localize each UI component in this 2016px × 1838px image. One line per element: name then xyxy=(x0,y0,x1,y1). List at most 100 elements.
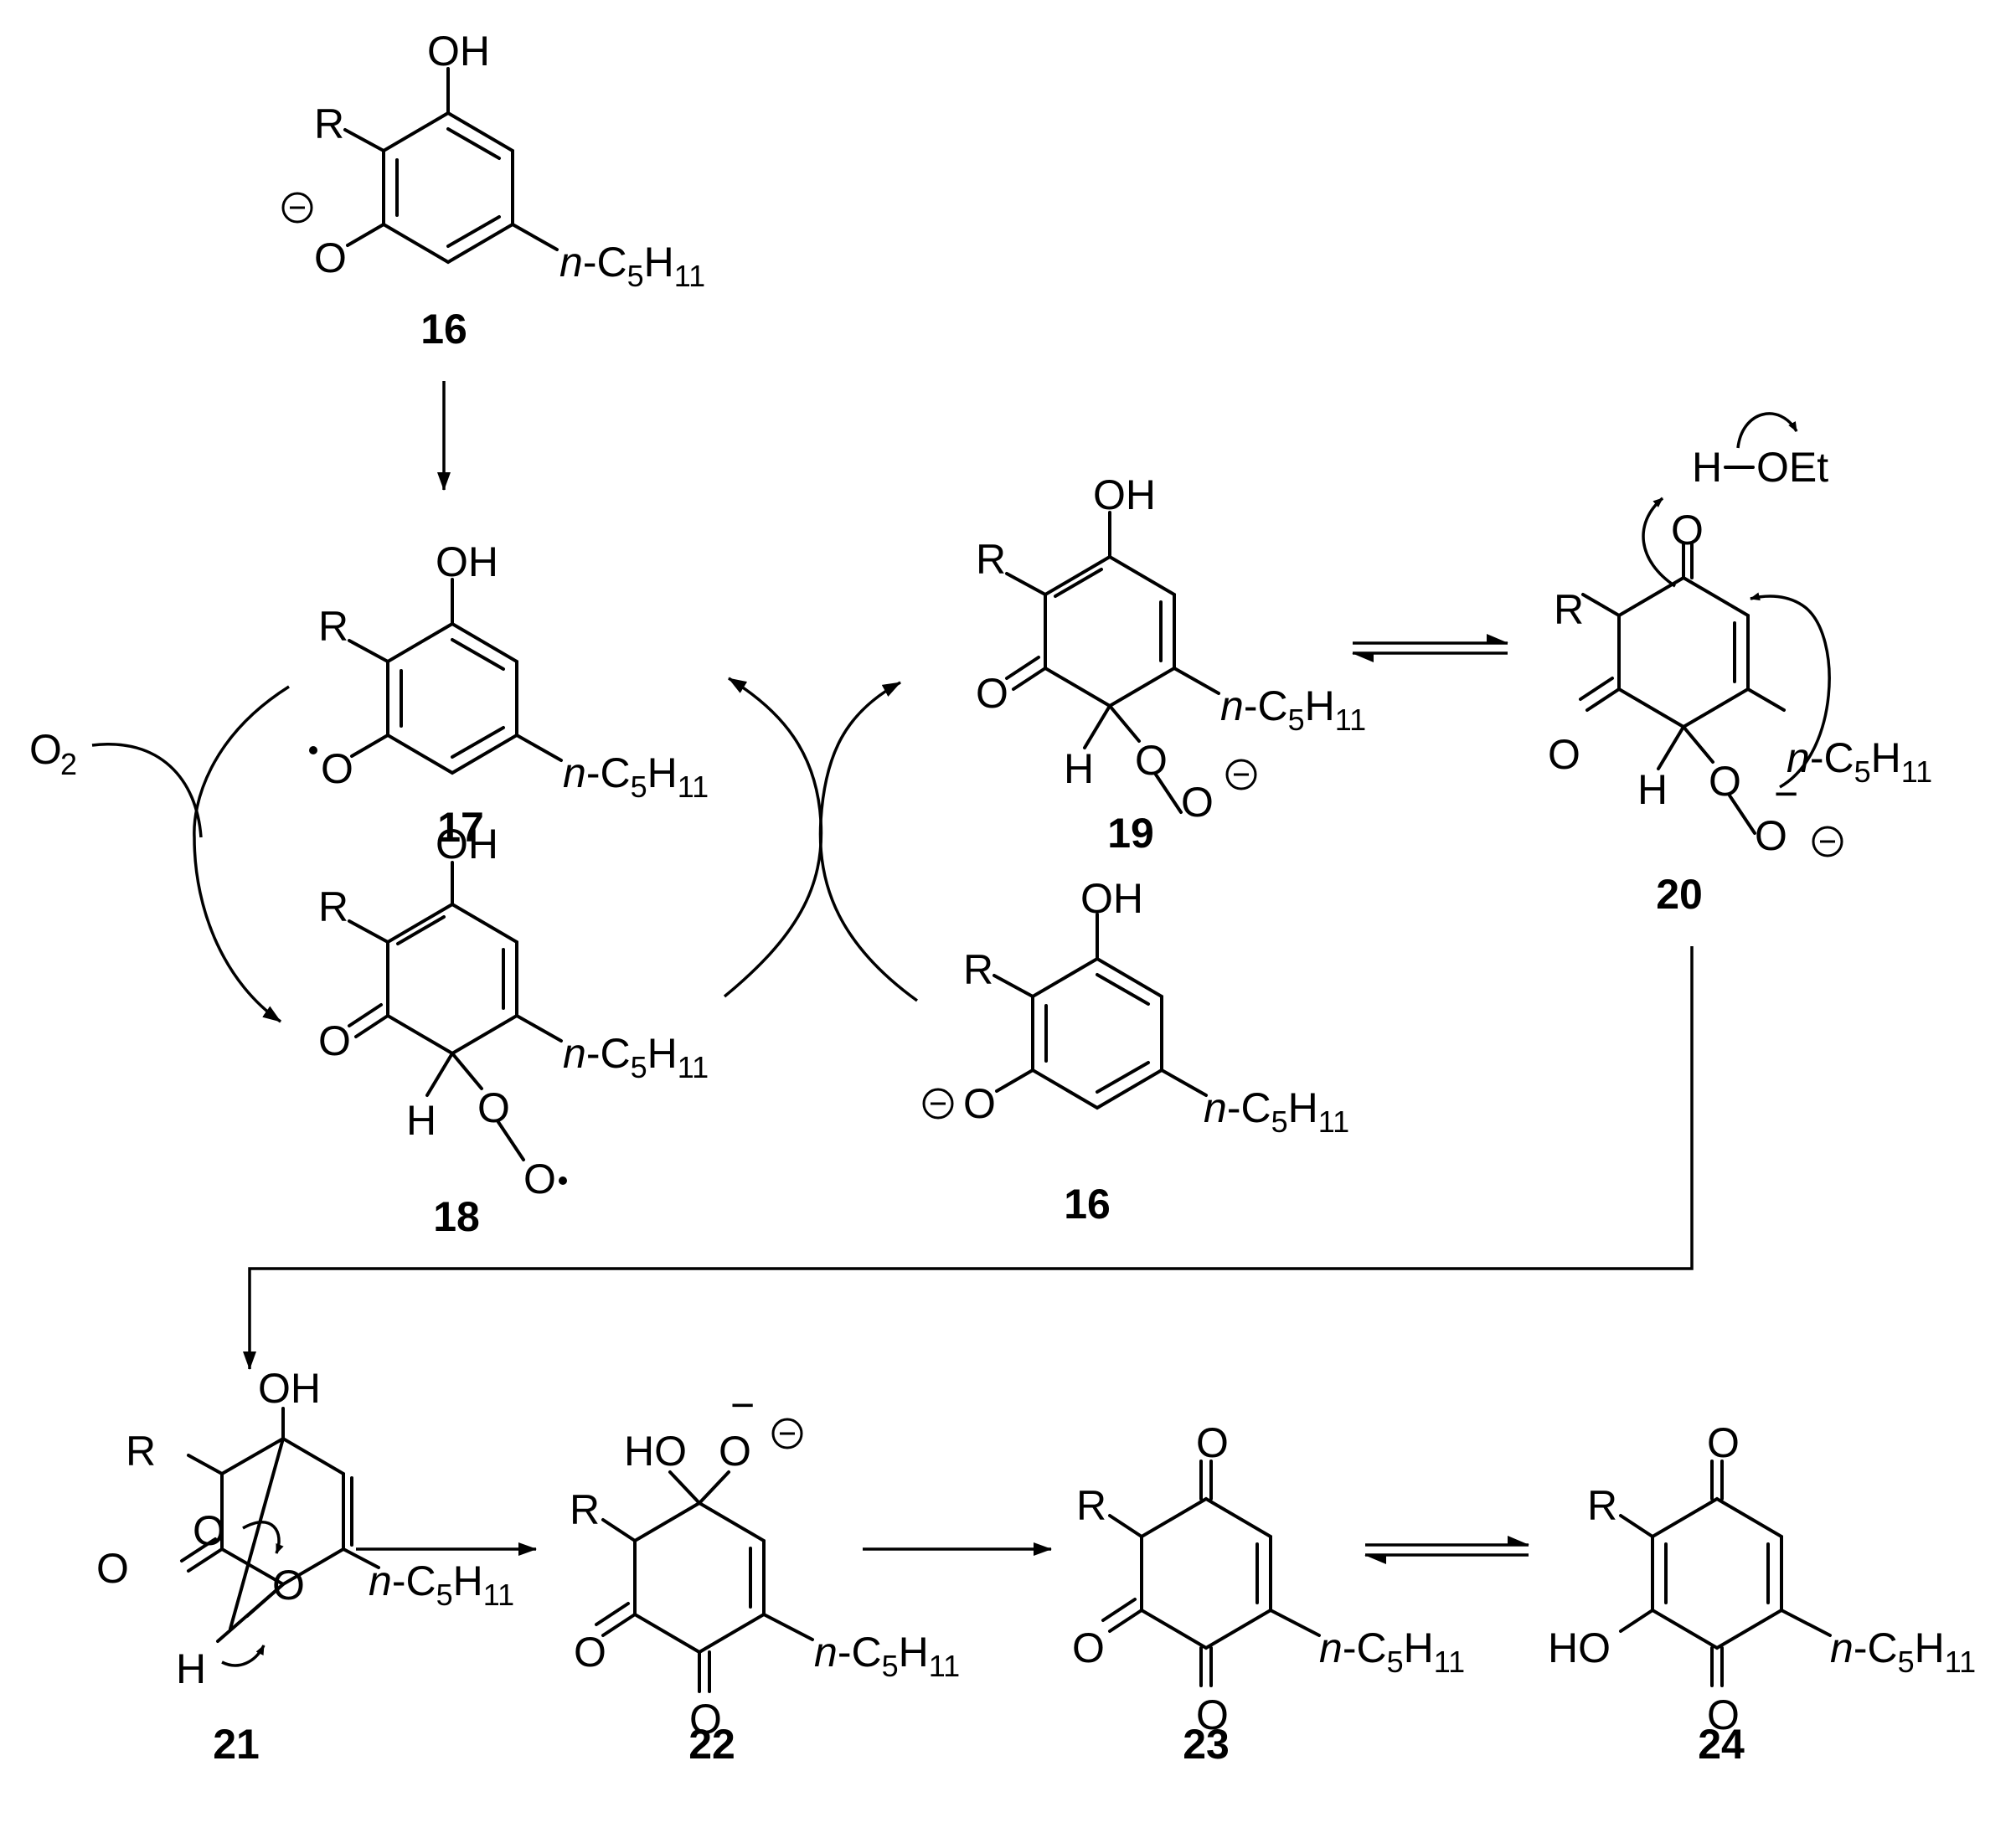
compound-number-21: 21 xyxy=(213,1721,260,1768)
o2-subscript: 2 xyxy=(60,747,77,781)
r-group-label: R xyxy=(963,946,993,993)
r-group-label: R xyxy=(314,100,344,147)
arrow-20-to-21 xyxy=(243,946,1694,1370)
peroxy-oxygen-label: O xyxy=(1709,758,1741,805)
compound-number-17: 17 xyxy=(437,804,484,851)
compound-number-18: 18 xyxy=(433,1193,480,1240)
compound-number-16-right: 16 xyxy=(1064,1181,1111,1228)
hydrogen-label: H xyxy=(1064,745,1094,792)
equilibrium-arrow-19-20 xyxy=(1352,634,1508,662)
hydrogen-label: H xyxy=(1637,766,1668,813)
compound-18: OH R O H O O n-C5H11 18 xyxy=(318,821,709,1240)
negative-charge-icon xyxy=(771,1418,803,1449)
r-group-label: R xyxy=(318,883,348,930)
cycle-arrow-18-to-17 xyxy=(723,677,823,998)
peroxy-oxygen-label: O xyxy=(523,1156,556,1202)
pentyl-chain-label: n-C5H11 xyxy=(814,1629,960,1683)
cycle-arrow-17-to-18 xyxy=(193,685,290,1023)
proton-transfer-arrow xyxy=(1736,412,1798,449)
negative-charge-icon xyxy=(1812,826,1843,857)
peroxide-attack-arrow xyxy=(1750,592,1831,789)
r-group-label: R xyxy=(570,1486,600,1533)
ethanol-oet-label: OEt xyxy=(1756,444,1828,491)
carbonyl-oxygen-label: O xyxy=(96,1545,129,1592)
r-group-label: R xyxy=(126,1428,156,1475)
compound-16-right: OH R O n-C5H11 16 xyxy=(922,875,1349,1228)
pentyl-chain-label: n-C5H11 xyxy=(563,749,709,804)
hydrogen-label: H xyxy=(406,1097,436,1144)
pentyl-chain-label: n-C5H11 xyxy=(1787,734,1932,789)
compound-number-20: 20 xyxy=(1656,871,1703,918)
carbonyl-oxygen-label: O xyxy=(976,670,1008,717)
o2-addition-arrow xyxy=(91,743,203,838)
negative-charge-icon xyxy=(1225,759,1257,790)
o-o-cleavage-arrow xyxy=(242,1521,284,1554)
oxygen-label: O xyxy=(314,234,347,281)
pentyl-chain-label: n-C5H11 xyxy=(563,1030,709,1084)
compound-20: O R O H O O − n-C5H11 20 xyxy=(1548,507,1932,918)
hydroxyl-label: OH xyxy=(436,538,498,585)
carbonyl-oxygen-label: O xyxy=(574,1629,606,1676)
o2-label: O xyxy=(29,726,62,773)
enolate-arrow xyxy=(1642,497,1676,588)
hydroxyl-label: OH xyxy=(436,821,498,868)
r-group-label: R xyxy=(1587,1482,1617,1529)
carbonyl-oxygen-label: O xyxy=(1072,1624,1105,1671)
compound-22: HO O − R O O n-C5H11 22 xyxy=(570,1382,960,1768)
pentyl-chain-label: n-C5H11 xyxy=(369,1557,514,1612)
carbonyl-oxygen-label: O xyxy=(318,1017,351,1064)
compound-21: OH R O O O H n-C5H11 21 xyxy=(96,1365,514,1768)
oxygen-label: O xyxy=(321,745,353,792)
compound-number-23: 23 xyxy=(1183,1721,1230,1768)
radical-dot-icon xyxy=(559,1176,567,1185)
pentyl-chain-label: n-C5H11 xyxy=(1220,682,1366,737)
lone-pair-minus-label: − xyxy=(730,1382,755,1429)
radical-dot-icon xyxy=(309,746,317,754)
compound-17: OH R O n-C5H11 17 xyxy=(309,538,709,851)
cycle-arrow-16-to-19 xyxy=(818,681,919,1002)
oxygen-reagent: O 2 xyxy=(29,726,77,781)
carbonyl-oxygen-label: O xyxy=(1707,1691,1740,1738)
peroxy-oxygen-label: O xyxy=(272,1562,305,1609)
r-group-label: R xyxy=(318,603,348,650)
hydroxyl-label: OH xyxy=(427,28,490,75)
compound-number-24: 24 xyxy=(1698,1721,1745,1768)
ethanol-h-label: H xyxy=(1692,444,1722,491)
compound-24: O R HO O n-C5H11 24 xyxy=(1548,1419,1976,1768)
hydroxyl-label: HO xyxy=(624,1428,687,1475)
negative-charge-icon xyxy=(922,1088,954,1120)
compound-number-19: 19 xyxy=(1107,810,1154,857)
carbonyl-oxygen-label: O xyxy=(1196,1419,1229,1466)
equilibrium-arrow-23-24 xyxy=(1364,1536,1529,1564)
compound-number-22: 22 xyxy=(688,1721,735,1768)
pentyl-chain-label: n-C5H11 xyxy=(1830,1624,1976,1679)
peroxy-oxygen-label: O xyxy=(719,1428,751,1475)
hydroxyl-label: OH xyxy=(258,1365,321,1412)
negative-charge-icon xyxy=(281,192,313,224)
r-group-label: R xyxy=(1554,586,1584,633)
pentyl-chain-label: n-C5H11 xyxy=(559,239,705,293)
r-group-label: R xyxy=(1076,1482,1106,1529)
pentyl-chain-label: n-C5H11 xyxy=(1204,1084,1349,1139)
compound-23: O R O O n-C5H11 23 xyxy=(1072,1419,1465,1768)
peroxy-oxygen-label: O xyxy=(193,1507,225,1554)
r-group-label: R xyxy=(976,536,1006,583)
ethanol-reagent: H OEt xyxy=(1692,444,1828,491)
carbonyl-oxygen-label: O xyxy=(1196,1691,1229,1738)
carbonyl-oxygen-label: O xyxy=(1671,507,1704,553)
hydroxyl-label: OH xyxy=(1080,875,1143,922)
hydrogen-label: H xyxy=(176,1645,206,1692)
peroxy-oxygen-label: O xyxy=(477,1084,510,1131)
carbonyl-oxygen-label: O xyxy=(689,1696,722,1743)
pentyl-chain-label: n-C5H11 xyxy=(1319,1624,1465,1679)
oxygen-label: O xyxy=(963,1080,996,1127)
hydroxyl-label: HO xyxy=(1548,1624,1611,1671)
compound-16-top: OH R O n-C5H11 16 xyxy=(281,28,705,353)
compound-number-16-top: 16 xyxy=(420,306,467,353)
compound-19: OH R O H O O n-C5H11 19 xyxy=(976,471,1366,857)
peroxy-oxygen-label: O xyxy=(1755,812,1787,859)
carbonyl-oxygen-label: O xyxy=(1548,731,1580,778)
hydroxyl-label: OH xyxy=(1093,471,1156,518)
carbonyl-oxygen-label: O xyxy=(1707,1419,1740,1466)
